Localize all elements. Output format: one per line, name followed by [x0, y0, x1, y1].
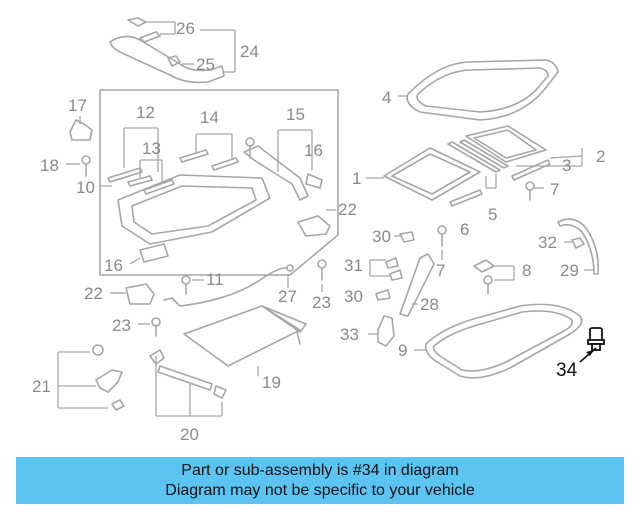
label-5: 5	[488, 205, 497, 224]
part-24-cover	[109, 17, 236, 84]
label-1: 1	[352, 169, 361, 188]
info-banner: Part or sub-assembly is #34 in diagram D…	[16, 457, 624, 504]
label-16-left: 16	[104, 256, 123, 275]
label-11: 11	[206, 270, 224, 289]
label-9: 9	[398, 341, 407, 360]
label-18: 18	[40, 156, 59, 175]
part-4-glass	[398, 59, 559, 121]
label-12: 12	[136, 103, 155, 122]
part-22-11-27-23	[110, 209, 336, 337]
label-29: 29	[560, 261, 579, 280]
label-26: 26	[176, 19, 195, 38]
label-30-upper: 30	[372, 227, 391, 246]
label-21: 21	[32, 377, 51, 396]
label-33: 33	[340, 325, 359, 344]
part-1-2-3-5-6-7	[366, 125, 583, 207]
label-4: 4	[382, 88, 391, 107]
label-32: 32	[538, 233, 557, 252]
label-6: 6	[460, 220, 469, 239]
label-22-upper: 22	[338, 200, 357, 219]
label-22-lower: 22	[84, 284, 103, 303]
label-23-right: 23	[312, 293, 331, 312]
label-30-lower: 30	[344, 287, 363, 306]
label-16-right: 16	[304, 141, 323, 160]
label-23-left: 23	[112, 316, 131, 335]
label-25: 25	[196, 55, 215, 74]
label-27: 27	[278, 287, 297, 306]
part-28-33	[368, 225, 515, 347]
parts-diagram: 26 24 25 17 12 14 15 13 16 18 10 22 16 1…	[32, 17, 605, 444]
part-19-20-21	[57, 305, 307, 417]
label-17: 17	[68, 96, 87, 115]
label-20: 20	[180, 425, 199, 444]
label-19: 19	[262, 373, 281, 392]
label-7-right: 7	[550, 180, 559, 199]
part-17-18	[66, 116, 93, 177]
label-7-mid: 7	[436, 261, 445, 280]
banner-line-1: Part or sub-assembly is #34 in diagram	[181, 462, 459, 479]
part-9-seal	[414, 303, 583, 379]
label-2: 2	[596, 147, 605, 166]
part-29-32	[557, 218, 600, 275]
label-13: 13	[142, 139, 161, 158]
label-3: 3	[562, 156, 571, 175]
label-15: 15	[286, 105, 305, 124]
label-28: 28	[420, 295, 439, 314]
part-34-highlighted	[579, 327, 605, 363]
label-24: 24	[240, 42, 259, 61]
label-8: 8	[522, 261, 531, 280]
label-10: 10	[76, 178, 95, 197]
label-31: 31	[344, 256, 363, 275]
banner-line-2: Diagram may not be specific to your vehi…	[165, 482, 475, 499]
label-34-highlighted: 34	[556, 360, 578, 381]
sunroof-frame-group	[99, 89, 339, 276]
label-14: 14	[200, 108, 219, 127]
